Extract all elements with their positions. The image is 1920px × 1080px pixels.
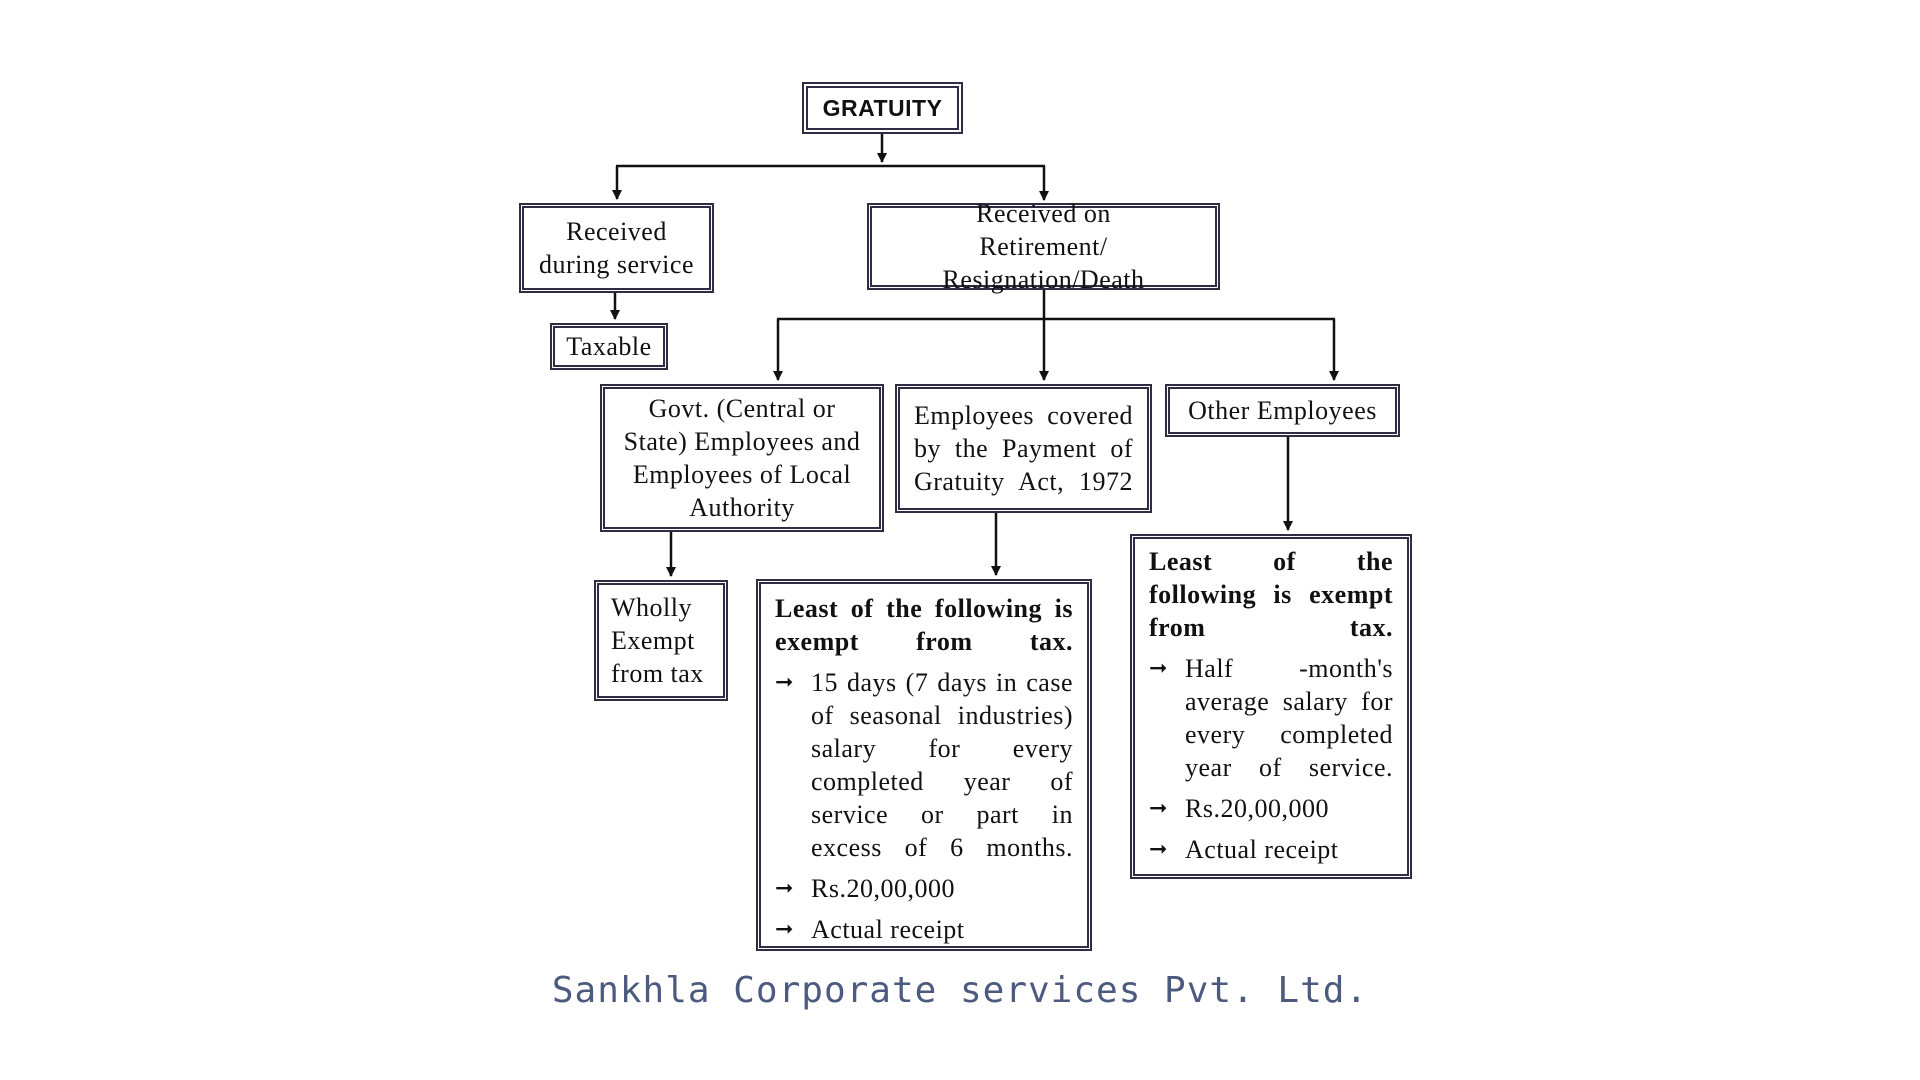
- other-exemption-item: ➞ Half -month's average salary for every…: [1149, 652, 1393, 784]
- covered-employees-text: Employees covered by the Payment of Grat…: [914, 401, 1133, 496]
- other-exemption-heading-text: Least of the following is exempt from ta…: [1149, 547, 1393, 642]
- retirement-box: Received on Retirement/ Resignation/Deat…: [867, 199, 1220, 294]
- arrow-right-icon: ➞: [775, 876, 794, 901]
- other-exemption-box: Least of the following is exempt from ta…: [1130, 534, 1412, 879]
- during-service-text: Received during service: [538, 217, 694, 279]
- taxable-box: Taxable: [550, 323, 668, 370]
- covered-exemption-heading: Least of the following is exempt from ta…: [775, 592, 1073, 658]
- other-employees-text: Other Employees: [1188, 396, 1377, 425]
- other-exemption-item: ➞ Actual receipt: [1149, 833, 1393, 866]
- govt-employees-text: Govt. (Central or State) Employees and E…: [623, 394, 861, 522]
- other-exemption-item-text: Rs.20,00,000: [1185, 794, 1329, 823]
- arrow-right-icon: ➞: [775, 670, 794, 695]
- gratuity-title: GRATUITY: [802, 82, 963, 134]
- arrow-right-icon: ➞: [1149, 656, 1168, 681]
- taxable-text: Taxable: [566, 332, 652, 361]
- arrow-right-icon: ➞: [1149, 837, 1168, 862]
- arrow-right-icon: ➞: [775, 917, 794, 942]
- other-exemption-heading: Least of the following is exempt from ta…: [1149, 545, 1393, 644]
- company-footer: Sankhla Corporate services Pvt. Ltd.: [551, 970, 1369, 1011]
- other-exemption-item-text: Actual receipt: [1185, 835, 1339, 864]
- other-employees-box: Other Employees: [1165, 384, 1400, 437]
- wholly-exempt-box: Wholly Exempt from tax: [594, 580, 728, 701]
- other-exemption-item-text: Half -month's average salary for every c…: [1185, 654, 1393, 782]
- govt-employees-box: Govt. (Central or State) Employees and E…: [600, 384, 884, 532]
- other-exemption-item: ➞ Rs.20,00,000: [1149, 792, 1393, 825]
- covered-exemption-item-text: Actual receipt: [811, 915, 965, 944]
- covered-exemption-item-text: 15 days (7 days in case of seasonal indu…: [811, 668, 1073, 862]
- covered-exemption-heading-text: Least of the following is exempt from ta…: [775, 594, 1073, 656]
- covered-exemption-item: ➞ Actual receipt: [775, 913, 1073, 946]
- covered-employees-box: Employees covered by the Payment of Grat…: [895, 384, 1152, 513]
- during-service-box: Received during service: [519, 203, 714, 293]
- wholly-exempt-text: Wholly Exempt from tax: [611, 593, 704, 688]
- covered-exemption-item: ➞ 15 days (7 days in case of seasonal in…: [775, 666, 1073, 864]
- covered-exemption-item: ➞ Rs.20,00,000: [775, 872, 1073, 905]
- covered-exemption-box: Least of the following is exempt from ta…: [756, 579, 1092, 951]
- other-exemption-list: ➞ Half -month's average salary for every…: [1149, 652, 1393, 866]
- covered-exemption-item-text: Rs.20,00,000: [811, 874, 955, 903]
- covered-exemption-list: ➞ 15 days (7 days in case of seasonal in…: [775, 666, 1073, 946]
- arrow-right-icon: ➞: [1149, 796, 1168, 821]
- retirement-text: Received on Retirement/ Resignation/Deat…: [942, 199, 1145, 294]
